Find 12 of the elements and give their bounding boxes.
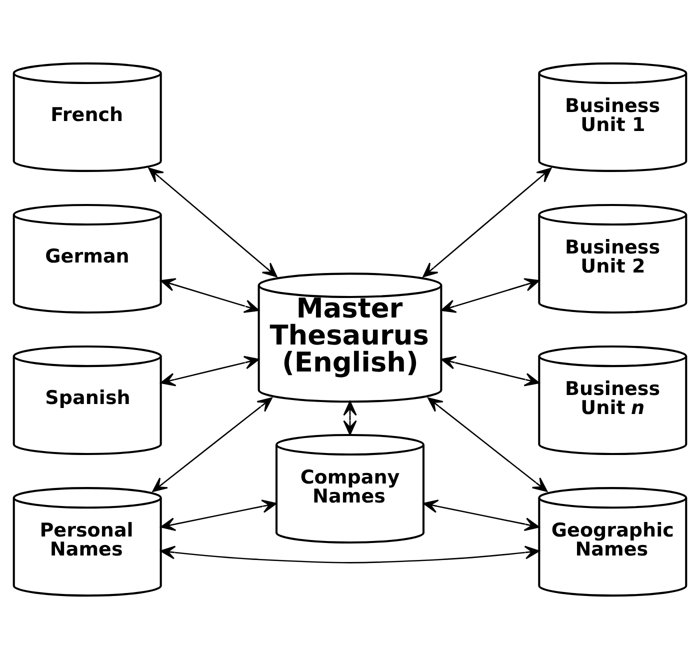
arrow [160,500,277,531]
arrow [428,397,548,492]
arrow [343,400,357,436]
arrow [160,546,540,564]
arrow [160,278,260,313]
arrow [422,168,552,278]
arrow [152,397,272,492]
arrow [148,168,278,278]
arrow [160,356,260,386]
arrow [423,500,540,531]
arrow [440,356,540,386]
arrow [440,278,540,313]
